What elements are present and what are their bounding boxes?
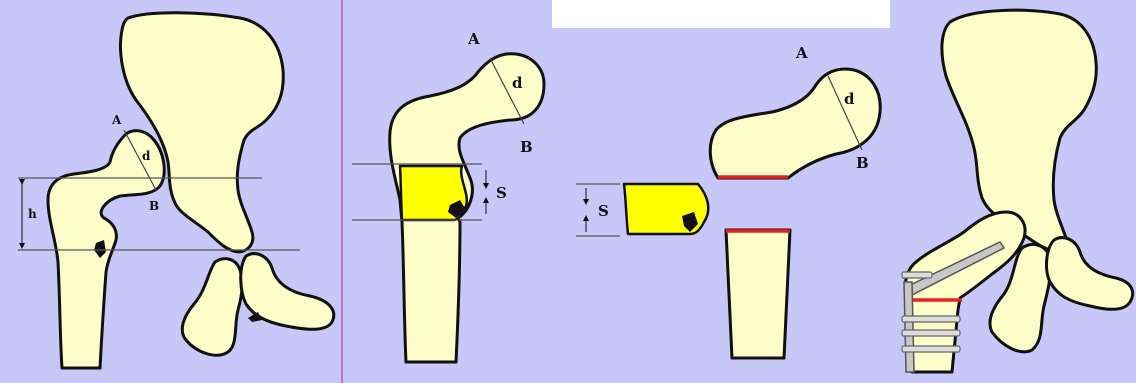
label-h: h [28, 207, 37, 221]
screw-4 [902, 272, 932, 278]
wedge-fragment [624, 184, 708, 234]
label-s: S [496, 184, 507, 202]
label-d: d [844, 90, 855, 108]
plate-shaft [904, 282, 914, 372]
label-d: d [512, 74, 523, 92]
label-a: A [795, 44, 808, 62]
label-b: B [856, 154, 869, 172]
label-a: A [467, 30, 480, 48]
screw-3 [902, 346, 960, 352]
femoral-shaft-fragment [726, 230, 790, 358]
label-a: A [111, 113, 122, 127]
screw-2 [902, 330, 960, 336]
label-d: d [142, 149, 151, 163]
label-b: B [520, 138, 533, 156]
label-s: S [598, 202, 609, 220]
screw-1 [902, 316, 960, 322]
label-b: B [149, 199, 159, 213]
